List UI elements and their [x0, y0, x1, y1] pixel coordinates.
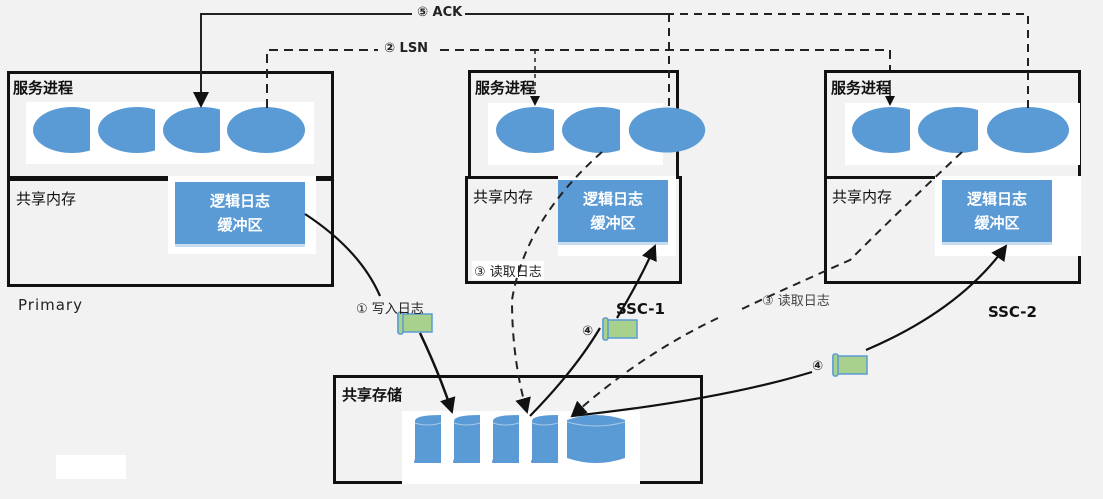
ssc1-apply-arrow [616, 244, 657, 319]
log-scroll-icon [832, 353, 868, 377]
ssc2-process-title: 服务进程 [831, 79, 892, 97]
write-log-label: ① 写入日志 [356, 302, 424, 317]
buffer-line-1: 逻辑日志 [966, 190, 1027, 208]
ack-line [669, 13, 1029, 108]
ssc1-process-title: 服务进程 [475, 79, 536, 97]
shared-storage-title: 共享存储 [342, 386, 403, 404]
log-scroll-icon [602, 317, 638, 341]
ssc1-apply-arrow [529, 327, 601, 417]
process-ellipse [918, 107, 978, 153]
lsn-line [440, 49, 891, 70]
ssc1-apply-label: ④ [582, 324, 594, 339]
ssc2-node-label: SSC-2 [988, 303, 1037, 321]
ssc2-apply-arrow [571, 370, 813, 418]
ssc2-log-buffer: 逻辑日志 缓冲区 [942, 180, 1052, 242]
log-scroll-icon [397, 311, 433, 335]
process-ellipse [987, 107, 1069, 153]
buffer-line-2: 缓冲区 [974, 214, 1020, 232]
buffer-line-2: 缓冲区 [217, 216, 263, 234]
write-log-arrow [304, 213, 382, 297]
process-ellipse [628, 107, 706, 153]
ssc2-read-arrow [570, 317, 719, 418]
process-ellipse [98, 107, 155, 153]
primary-memory-title: 共享内存 [16, 190, 77, 208]
disk-cylinder [414, 415, 442, 463]
ack-label: ⑤ ACK [414, 5, 466, 20]
ssc2-read-arrow [739, 151, 963, 311]
buffer-line-1: 逻辑日志 [209, 192, 270, 210]
buffer-line-1: 逻辑日志 [582, 190, 643, 208]
disk-cylinder [566, 415, 626, 463]
process-ellipse [852, 107, 910, 153]
write-log-arrow [418, 332, 456, 414]
ssc2-apply-label: ④ [812, 359, 824, 374]
primary-node-label: Primary [18, 296, 83, 314]
ssc1-log-buffer: 逻辑日志 缓冲区 [558, 180, 668, 242]
ack-line [193, 13, 412, 108]
buffer-line-2: 缓冲区 [590, 214, 636, 232]
ssc1-memory-title: 共享内存 [473, 188, 534, 206]
disk-cylinder [531, 415, 559, 463]
process-ellipse [562, 107, 620, 153]
primary-log-buffer: 逻辑日志 缓冲区 [175, 182, 305, 244]
process-ellipse [33, 107, 90, 153]
ssc2-read-log-label: ③ 读取日志 [762, 294, 830, 309]
ssc1-node-label: SSC-1 [616, 300, 665, 318]
lsn-label: ② LSN [381, 41, 432, 56]
ssc1-read-log-label: ③ 读取日志 [472, 261, 544, 280]
blank-placeholder [56, 455, 126, 479]
ssc2-memory-title: 共享内存 [832, 188, 893, 206]
ssc2-apply-arrow [865, 244, 1008, 352]
disk-cylinder [492, 415, 520, 463]
primary-process-title: 服务进程 [13, 79, 74, 97]
process-ellipse [163, 107, 220, 153]
process-ellipse [227, 107, 305, 153]
process-ellipse [496, 107, 554, 153]
ssc1-read-arrow [510, 151, 603, 414]
disk-cylinder [453, 415, 481, 463]
lsn-line [266, 49, 378, 108]
